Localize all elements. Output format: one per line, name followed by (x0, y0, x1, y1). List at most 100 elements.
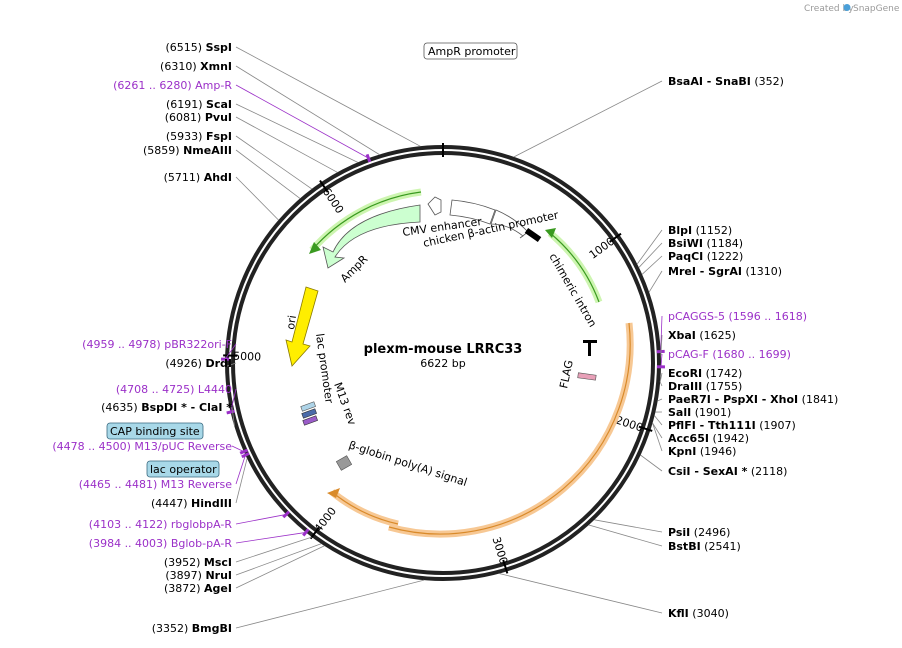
site-label: BsaAI - SnaBI (352) (668, 75, 784, 88)
site-label: PflFI - Tth111I (1907) (668, 419, 796, 432)
tick-mark (638, 425, 653, 432)
site-label: (6191) ScaI (166, 98, 232, 111)
primer-site-marker (241, 452, 250, 459)
site-label: (5933) FspI (166, 130, 232, 143)
tick-label: 4000 (312, 505, 339, 535)
tick-mark (502, 559, 509, 574)
site-label: PaeR7I - PspXI - XhoI (1841) (668, 393, 838, 406)
lac-elements (300, 401, 318, 426)
site-leader-line (499, 573, 663, 614)
tick-mark (309, 526, 320, 540)
site-label: KflI (3040) (668, 607, 729, 620)
m13-rev-marker (302, 415, 318, 426)
site-leader-line (594, 519, 663, 533)
feature-m13-rev: M13 rev (331, 381, 359, 428)
primer-site-marker (282, 510, 291, 519)
feature-cap-binding-site: CAP binding site (110, 425, 200, 438)
site-leader-line (235, 135, 313, 190)
site-leader-line (636, 229, 663, 265)
site-label: SalI (1901) (668, 406, 731, 419)
site-leader-line (235, 536, 312, 563)
site-leader-line (235, 65, 380, 155)
site-label: (6261 .. 6280) Amp-R (113, 79, 232, 92)
site-leader-line (235, 103, 358, 163)
cba-promoter-arrow (490, 209, 529, 239)
orange-feature-arc-bottom (329, 489, 399, 528)
site-label: DraIII (1755) (668, 380, 742, 393)
green-arrowhead-left (309, 242, 321, 254)
credit-text: Created by (804, 4, 854, 14)
plasmid-name: plexm-mouse LRRC33 (364, 342, 523, 357)
site-leader-line (235, 514, 287, 525)
site-leader-line (660, 315, 663, 352)
site-label: (3952) MscI (164, 556, 232, 569)
site-leader-line (660, 334, 663, 356)
feature-ampr-promoter: AmpR promoter (428, 45, 516, 58)
site-label: (3352) BmgBI (152, 622, 232, 635)
site-label: KpnI (1946) (668, 445, 736, 458)
tick-mark (609, 232, 622, 243)
lac-promoter-marker (301, 408, 317, 419)
site-leader-line (230, 388, 237, 413)
site-label: PsiI (2496) (668, 526, 730, 539)
site-leader-line (638, 242, 663, 268)
site-label: (5859) NmeAIII (143, 144, 232, 157)
flag-tag (577, 372, 597, 381)
feature-flag: FLAG (557, 359, 576, 390)
snapgene-credit: Created by SnapGene (804, 4, 900, 14)
site-leader-line (235, 455, 246, 485)
snapgene-logo-icon (843, 4, 851, 11)
cap-binding-site-marker (300, 401, 316, 412)
plasmid-size: 6622 bp (420, 357, 465, 370)
site-leader-line (652, 422, 663, 439)
orange-feature-arc-right-edge (388, 322, 631, 535)
site-leader-line (659, 372, 663, 383)
flag-site-stem (588, 340, 591, 356)
site-label: (6310) XmnI (160, 60, 232, 73)
feature-ori: ori (284, 314, 299, 330)
site-label: (4926) DrdI (165, 357, 232, 370)
cap-binding-site-box (106, 422, 204, 440)
site-label: (4959 .. 4978) pBR322ori-F (82, 338, 232, 351)
tick-label: 3000 (490, 535, 511, 566)
site-leader-line (235, 149, 301, 199)
site-label: (4465 .. 4481) M13 Reverse (79, 478, 232, 491)
site-label: XbaI (1625) (668, 329, 736, 342)
site-label: CsiI - SexAI * (2118) (668, 465, 787, 478)
site-leader-line (235, 543, 322, 576)
site-label: (4708 .. 4725) L4440 (116, 383, 232, 396)
site-label: (4447) HindIII (151, 497, 232, 510)
site-leader-line (235, 579, 425, 629)
site-leader-line (231, 445, 245, 453)
site-leader-lines (221, 46, 665, 629)
site-leader-line (235, 46, 421, 147)
primer-site-marker (302, 528, 310, 537)
site-label: (6081) PvuI (165, 111, 232, 124)
site-leader-line (235, 458, 248, 504)
tick-label: 5000 (233, 350, 261, 364)
feature-lac-operator: lac operator (150, 463, 217, 476)
lac-operator-box (146, 460, 220, 478)
ori-arrow (285, 286, 319, 367)
site-labels: (6515) SspI (6310) XmnI (6261 .. 6280) Amp… (52, 41, 838, 635)
site-leader-line (235, 176, 279, 221)
feature-polya-signal: β-globin poly(A) signal (347, 438, 469, 489)
ampr-promoter-box (423, 42, 518, 60)
site-leader-line (652, 422, 663, 452)
site-label: (4478 .. 4500) M13/pUC Reverse (52, 440, 232, 453)
site-leader-line (588, 524, 663, 547)
green-arc-right-edge (549, 232, 600, 303)
site-label: (4103 .. 4122) rbglobpA-R (89, 518, 233, 531)
site-leader-line (513, 80, 663, 158)
feature-ampr: AmpR (338, 252, 371, 285)
site-leader-line (641, 255, 663, 275)
site-label: (6515) SspI (165, 41, 232, 54)
polya-signal-box (335, 455, 353, 471)
primer-site-marker (226, 409, 235, 415)
orange-feature-arc-bottom-edge (331, 491, 399, 525)
primer-site-marker (365, 153, 372, 163)
primer-site-marker (239, 448, 249, 455)
ampr-gene-arrow (322, 204, 421, 269)
site-leader-line (660, 353, 663, 367)
